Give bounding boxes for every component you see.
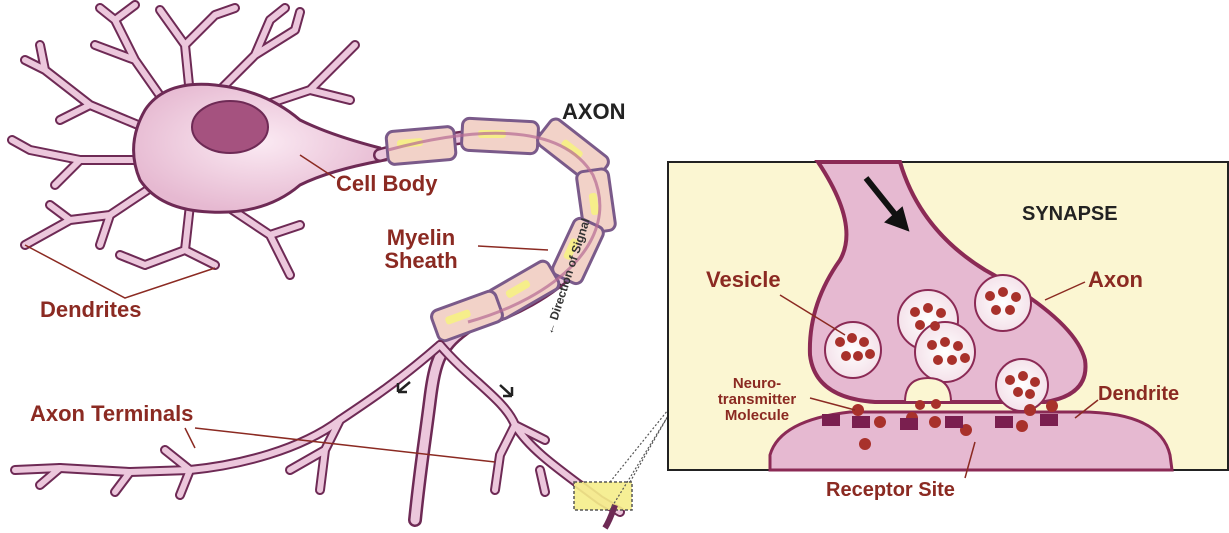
vesicle [915, 322, 975, 382]
vesicle-label: Vesicle [706, 268, 781, 291]
axon-terminals-label: Axon Terminals [30, 402, 193, 425]
axon-title-label: AXON [562, 100, 626, 123]
inset-axon-label: Axon [1088, 268, 1143, 291]
myelin-sheath-label: Myelin Sheath [360, 226, 482, 272]
receptor-site-label: Receptor Site [826, 480, 955, 501]
neurotransmitter-molecule-label: Neuro- transmitter Molecule [698, 376, 816, 423]
myelin-sheath-label-line1: Myelin [360, 226, 482, 249]
nucleus [192, 101, 268, 153]
myelin-sheath-label-line2: Sheath [360, 249, 482, 272]
neurotransmitter-line3: Molecule [698, 408, 816, 424]
neurotransmitter-line1: Neuro- [698, 376, 816, 392]
synapse-title-label: SYNAPSE [1022, 204, 1118, 225]
fusing-vesicle [905, 378, 951, 402]
synapse-inset [668, 162, 1228, 478]
zoom-connector-lines [610, 410, 668, 510]
neurotransmitter-line2: transmitter [698, 392, 816, 408]
vesicle [996, 359, 1048, 411]
axon-terminals [15, 345, 620, 512]
inset-dendrite-label: Dendrite [1098, 384, 1179, 405]
vesicle [975, 275, 1031, 331]
cell-body-label: Cell Body [336, 172, 437, 195]
magnified-region-box [574, 482, 632, 510]
dendrites-label: Dendrites [40, 298, 141, 321]
